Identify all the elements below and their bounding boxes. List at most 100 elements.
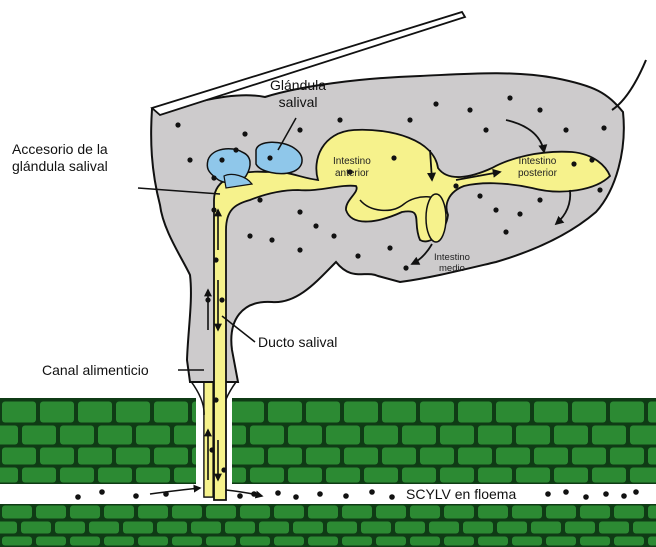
virus-in-phloem-label: SCYLV en floema [406, 486, 516, 503]
plant-cell [191, 522, 221, 534]
virus-particle [313, 223, 318, 228]
virus-particle [503, 229, 508, 234]
virus-particle [589, 157, 594, 162]
plant-cell [0, 468, 18, 483]
virus-particle [343, 493, 349, 499]
plant-cell [308, 537, 338, 546]
plant-cell [327, 522, 357, 534]
plant-cell [308, 506, 338, 519]
plant-cell [0, 522, 17, 534]
virus-particle [433, 101, 438, 106]
virus-particle [209, 447, 214, 452]
virus-particle [237, 493, 243, 499]
plant-cell [554, 468, 588, 483]
plant-cell [60, 468, 94, 483]
virus-particle [331, 233, 336, 238]
virus-particle [583, 494, 589, 500]
plant-cell [293, 522, 323, 534]
plant-cell [138, 537, 168, 546]
plant-cell [648, 537, 656, 546]
plant-cell [572, 448, 606, 465]
virus-particle [211, 207, 216, 212]
virus-particle [633, 489, 639, 495]
plant-cell [78, 448, 112, 465]
virus-particle [293, 494, 299, 500]
plant-cell [402, 426, 436, 445]
virus-particle [387, 245, 392, 250]
virus-particle [355, 253, 360, 258]
plant-cell [274, 506, 304, 519]
plant-cell [138, 506, 168, 519]
plant-cell [534, 402, 568, 423]
plant-cell [225, 522, 255, 534]
virus-particle [175, 122, 180, 127]
virus-particle [221, 467, 226, 472]
plant-cell [40, 448, 74, 465]
virus-particle [603, 491, 609, 497]
virus-particle [187, 157, 192, 162]
plant-cell [2, 402, 36, 423]
plant-cell [154, 448, 188, 465]
plant-cell [648, 506, 656, 519]
plant-cell [116, 448, 150, 465]
virus-particle [601, 125, 606, 130]
plant-cell [0, 426, 18, 445]
plant-cell [395, 522, 425, 534]
plant-cell [274, 537, 304, 546]
plant-cell [512, 537, 542, 546]
plant-cell [2, 537, 32, 546]
plant-cell [478, 506, 508, 519]
plant-cell [98, 426, 132, 445]
virus-particle [483, 127, 488, 132]
plant-cell [123, 522, 153, 534]
plant-cell [592, 468, 626, 483]
plant-cell [440, 426, 474, 445]
plant-cell [444, 506, 474, 519]
plant-cell [633, 522, 656, 534]
plant-cell [70, 537, 100, 546]
plant-cell [410, 537, 440, 546]
plant-cell [154, 402, 188, 423]
plant-cell [497, 522, 527, 534]
virus-particle [369, 489, 375, 495]
virus-particle [213, 397, 218, 402]
plant-cell [250, 426, 284, 445]
hindgut-label: Intestino posterior [518, 156, 557, 180]
virus-particle [269, 237, 274, 242]
plant-cell [250, 468, 284, 483]
plant-cell [361, 522, 391, 534]
midgut-label-line-1: Intestino [434, 252, 470, 263]
plant-cell [420, 448, 454, 465]
virus-particle [297, 127, 302, 132]
plant-cell [648, 402, 656, 423]
virus-particle [597, 187, 602, 192]
plant-cell [572, 402, 606, 423]
plant-cell [478, 468, 512, 483]
plant-cell [410, 506, 440, 519]
virus-particle [317, 491, 323, 497]
virus-particle [563, 489, 569, 495]
plant-cell [40, 402, 74, 423]
plant-cell [240, 537, 270, 546]
virus-particle [219, 297, 224, 302]
plant-cell [610, 448, 644, 465]
hindgut-label-line-1: Intestino [518, 156, 557, 168]
phloem-channel [0, 484, 656, 504]
virus-particle [267, 155, 272, 160]
plant-cell [60, 426, 94, 445]
midgut-label-line-2: medio [434, 263, 470, 274]
plant-cell [512, 506, 542, 519]
plant-cell [89, 522, 119, 534]
plant-cell [230, 402, 264, 423]
accessory-gland-label-line-2: glándula salival [12, 158, 108, 175]
virus-particle [133, 493, 139, 499]
virus-particle [75, 494, 81, 500]
plant-cell [70, 506, 100, 519]
plant-cell [402, 468, 436, 483]
virus-particle [563, 127, 568, 132]
virus-particle [275, 490, 281, 496]
plant-cell [376, 537, 406, 546]
plant-cell [364, 426, 398, 445]
